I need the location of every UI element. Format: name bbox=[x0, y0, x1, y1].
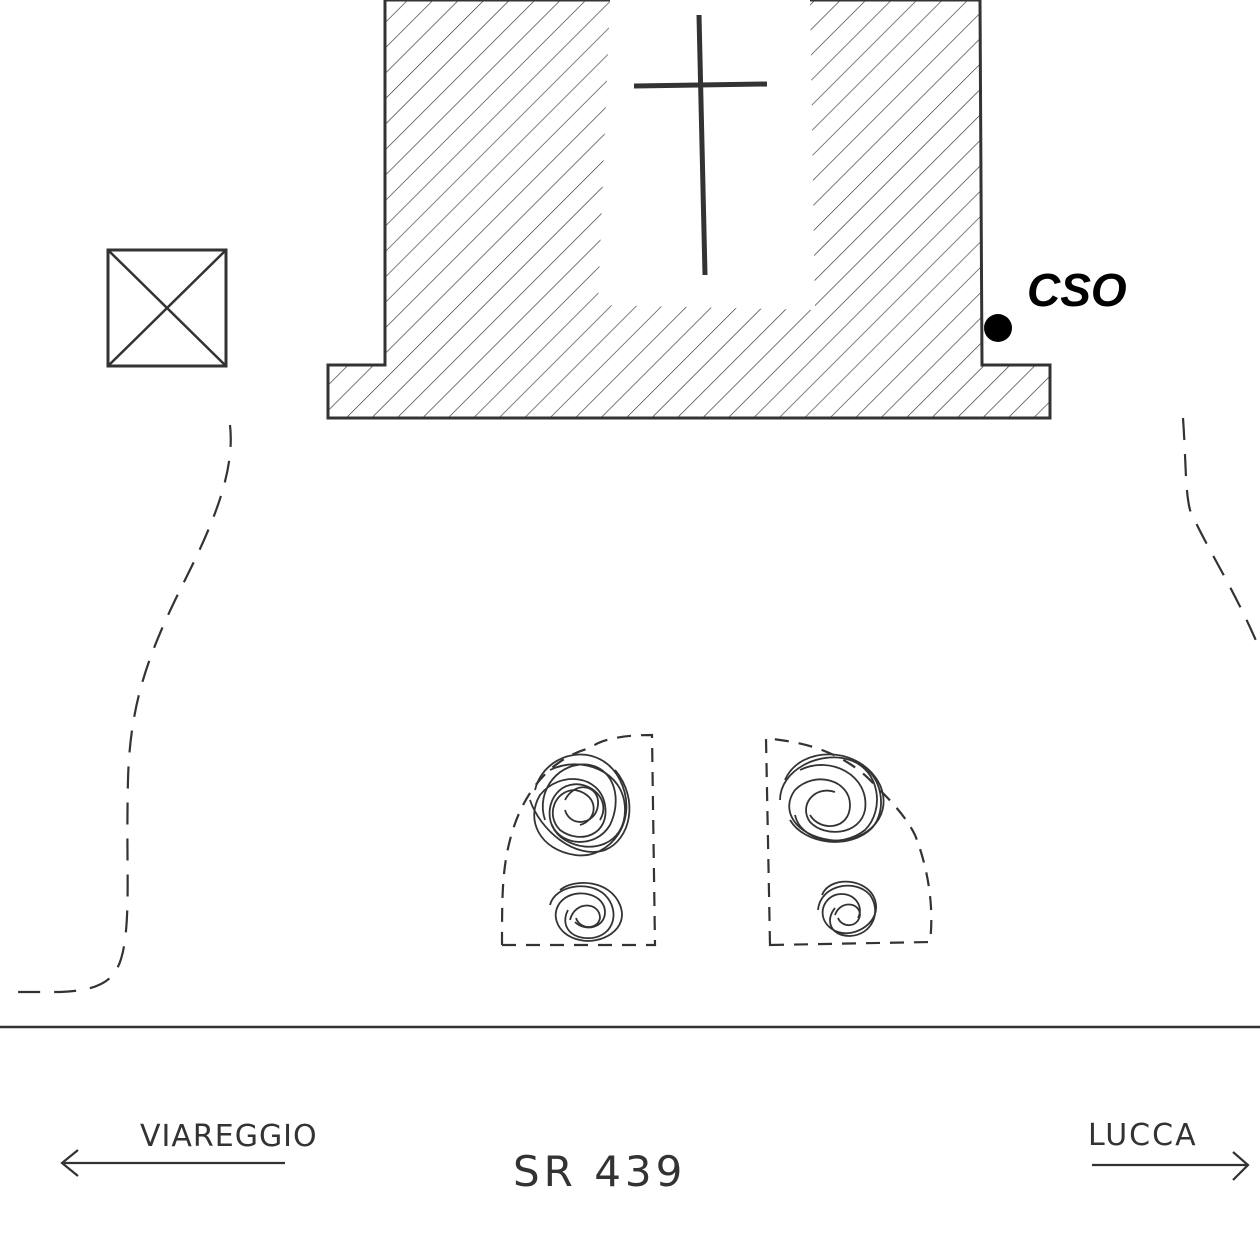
cross-icon bbox=[633, 14, 768, 276]
shrub-large-right bbox=[779, 753, 885, 843]
right-boundary bbox=[1181, 417, 1260, 651]
marker-label: CSO bbox=[1027, 264, 1127, 316]
shrub-small-left bbox=[549, 881, 623, 942]
cso-marker bbox=[984, 314, 1012, 342]
marker-dot bbox=[984, 314, 1012, 342]
church-building bbox=[326, 0, 1052, 420]
left-boundary bbox=[8, 424, 232, 994]
shrub-small-right bbox=[817, 880, 878, 937]
right-direction-label: LUCCA bbox=[1088, 1118, 1198, 1153]
arrow-right-icon bbox=[1092, 1151, 1250, 1181]
left-direction-label: VIAREGGIO bbox=[140, 1119, 318, 1154]
flower-bed-right bbox=[764, 736, 933, 947]
arrow-left-icon bbox=[60, 1149, 285, 1177]
crossed-box-icon bbox=[106, 248, 228, 368]
shrub-large-left bbox=[529, 753, 631, 857]
road-name: SR 439 bbox=[513, 1147, 686, 1196]
flower-bed-left bbox=[500, 733, 657, 947]
